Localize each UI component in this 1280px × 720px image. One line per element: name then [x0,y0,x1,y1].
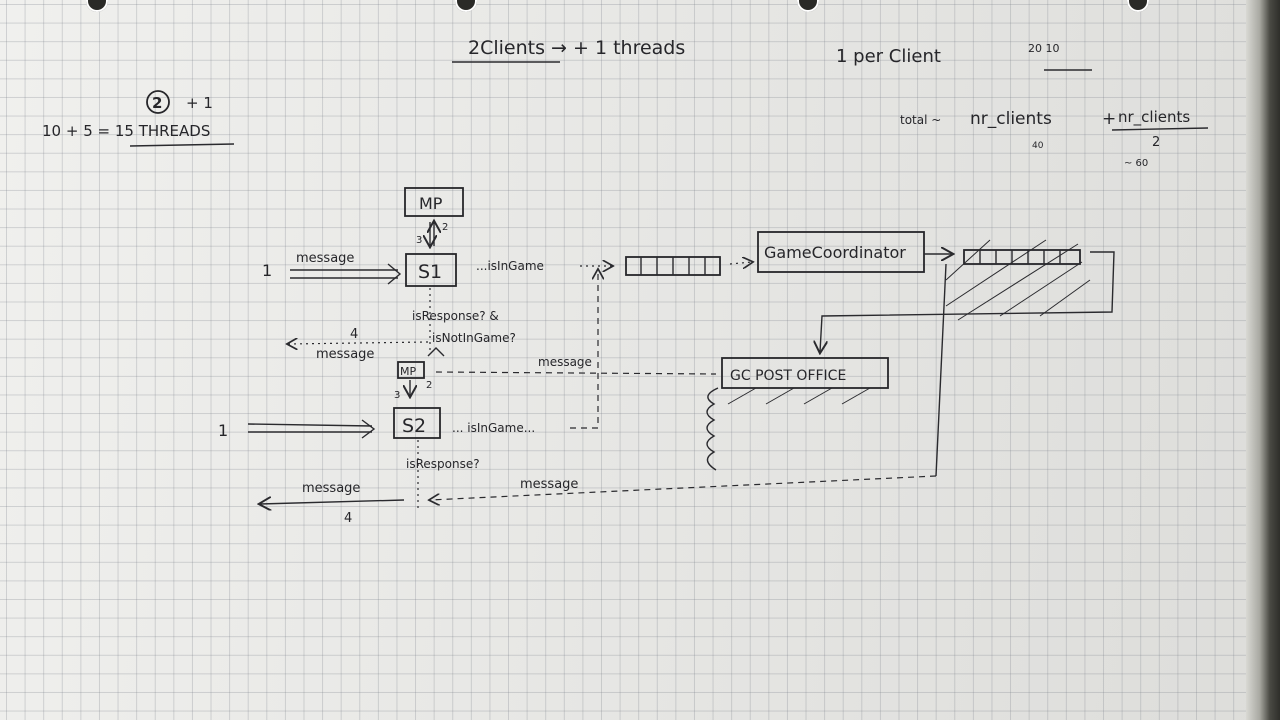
formula-sub-a: 40 [1032,141,1044,151]
mp-small-box [397,361,425,379]
one-b: 1 [218,421,228,440]
s1-label: S1 [418,261,442,283]
circled-value: 2 [152,94,162,112]
thread-equation: 10 + 5 = 15 THREADS [42,122,210,140]
outqueue-down-line [935,263,947,477]
paper-edge [1246,0,1280,720]
game-coordinator-box [757,231,925,273]
num-2a: 2 [442,222,448,233]
punch-hole [1127,0,1149,12]
game-coordinator-label: GameCoordinator [764,243,906,262]
formula-divisor: 2 [1152,135,1160,150]
mp-to-postoffice-dashed [435,371,717,375]
queue-to-gc-arrow [729,262,752,264]
plus-one: + 1 [186,94,213,112]
mp-top-label: MP [419,194,443,213]
outgoing-queue [945,239,1091,321]
s2-label: S2 [402,415,426,437]
mp-small-label: MP [400,365,416,378]
post-office-box [721,357,889,389]
four-b: 4 [344,511,352,526]
is-response-2: isResponse? [406,457,480,471]
header-top-right-note: 20 10 [1028,42,1060,55]
is-in-game-2: ... isInGame... [452,421,535,435]
formula-nr-clients: nr_clients [970,109,1052,129]
num-3b: 3 [394,390,400,401]
is-in-game-1: ...isInGame [476,259,544,273]
punch-hole [797,0,819,12]
s2-out-arrow [260,500,405,504]
circled-number [146,90,170,114]
one-a: 1 [262,261,272,280]
message-queue [625,256,721,276]
fraction-bar [1111,127,1209,131]
mp-top-box [404,187,464,217]
formula-total: total ~ [900,113,941,127]
message-out-1: message [316,347,374,362]
formula-plus: + [1102,109,1116,129]
formula-fraction-numerator: nr_clients [1118,108,1190,127]
message-in: message [296,251,354,266]
header-per-client: 1 per Client [836,46,941,67]
punch-hole [86,0,108,12]
message-out-2: message [302,481,360,496]
formula-sub-b: ~ 60 [1124,158,1148,169]
message-mid: message [538,355,592,369]
s2-box [393,407,441,439]
post-office-hatch [727,387,871,405]
outqueue-to-postoffice-line [820,251,1115,352]
is-not-in-game: isNotInGame? [432,331,516,345]
s2-to-queue-dashed [570,270,598,429]
post-office-label: GC POST OFFICE [730,368,846,384]
s1-out-arrow [288,342,429,344]
header-clients-threads: 2Clients → + 1 threads [468,37,685,59]
message-bottom: message [520,477,578,492]
four-a: 4 [350,327,358,342]
caret-up [427,347,445,357]
num-2b: 2 [426,380,432,391]
double-arrow-2 [247,423,373,427]
equation-underline [129,143,235,147]
is-response-and: isResponse? & [412,309,499,323]
gc-return-dashed [430,475,937,500]
zigzag-spring [706,387,719,471]
num-3a: 3 [416,235,422,246]
punch-hole [455,0,477,12]
s1-box [405,253,457,287]
